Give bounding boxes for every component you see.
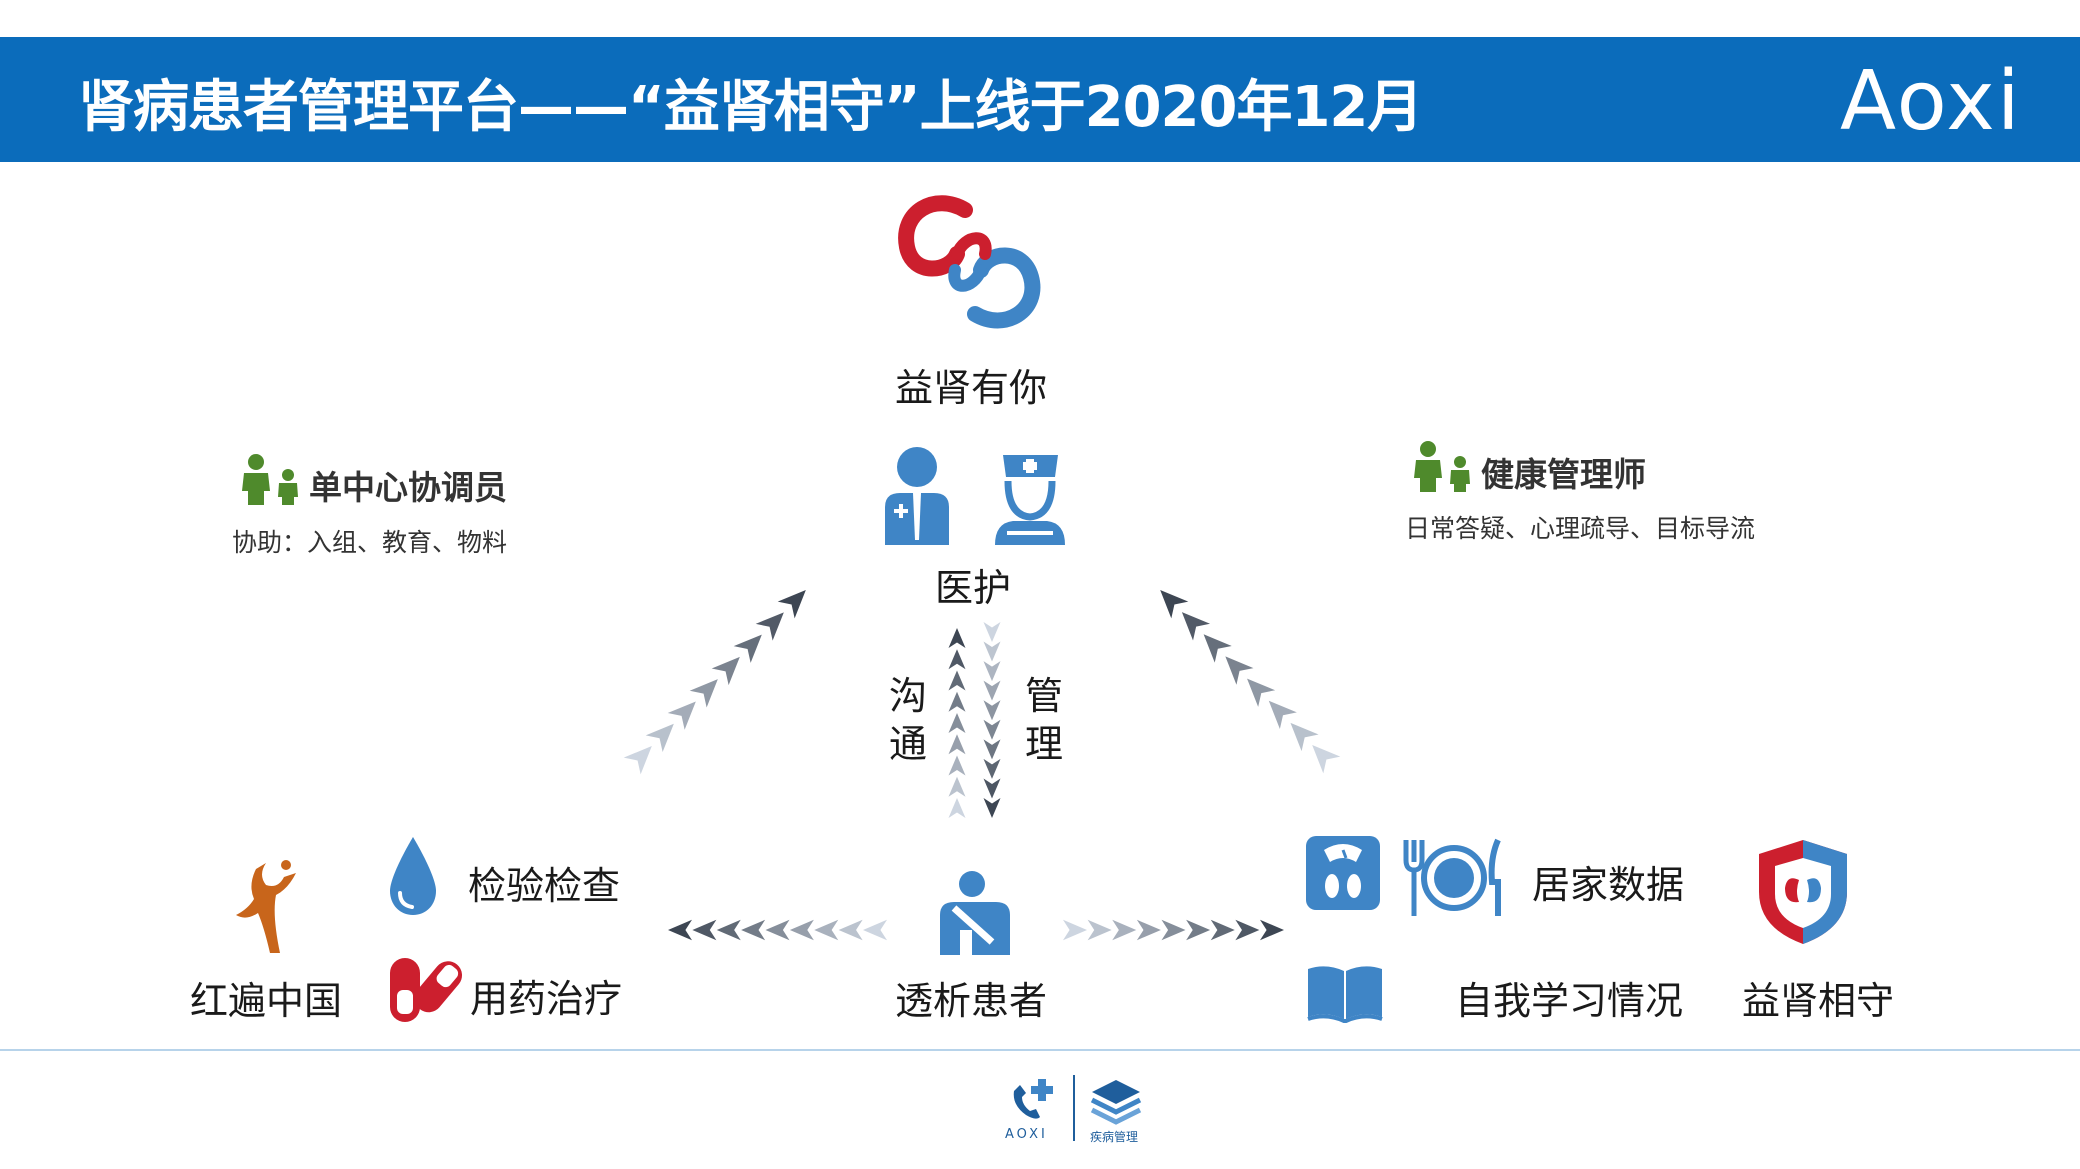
to-right-chevron [1161, 919, 1186, 941]
medical-label: 医护 [935, 566, 1012, 610]
manage-chevron [983, 641, 1001, 662]
left-diag-chevron [667, 701, 696, 730]
right-diag-chevron [1203, 634, 1232, 663]
communicate-chevron [948, 798, 966, 818]
communicate-label: 沟通 [888, 674, 927, 766]
right-diag-chevron [1160, 590, 1189, 619]
to-left-chevron [741, 919, 766, 941]
communicate-chevron [948, 734, 966, 755]
blood-drop-icon [390, 837, 436, 915]
left-diag-chevron [711, 656, 740, 686]
left-diag-chevron [689, 679, 718, 708]
manage-chevron [983, 700, 1001, 721]
communicate-chevron [948, 713, 966, 733]
manage-chevron [983, 758, 1001, 779]
manage-chevron [983, 719, 1001, 740]
to-right-chevron [1186, 919, 1211, 941]
left-diag-chevron [755, 612, 784, 641]
scale-icon [1306, 836, 1380, 910]
left-role-desc: 协助：入组、教育、物料 [232, 528, 508, 557]
left-role-title: 单中心协调员 [309, 468, 507, 507]
communicate-chevron [948, 755, 966, 776]
people-icon [242, 454, 298, 505]
kidney-logo-icon [898, 195, 1041, 329]
header-bar [0, 37, 2080, 162]
right-diag-chevron [1247, 678, 1276, 707]
to-right-chevron [1235, 919, 1260, 941]
to-left-chevron [814, 919, 839, 941]
doctor-icon [885, 447, 949, 545]
footer-logo-sub: 疾病管理 [1090, 1130, 1139, 1144]
right-diag-chevron [1268, 700, 1297, 730]
to-left-chevron [716, 919, 741, 941]
left-diag-chevron [623, 746, 652, 775]
right-diag-chevron [1225, 656, 1254, 685]
self-study-label: 自我学习情况 [1455, 979, 1684, 1023]
to-right-chevron [1136, 919, 1161, 941]
left-diag-chevron [645, 723, 674, 753]
disease-management-icon [1090, 1080, 1142, 1125]
footer-divider [0, 1049, 2080, 1051]
right-diag-chevron [1290, 722, 1319, 752]
dining-icon [1403, 838, 1501, 916]
manage-label: 管理 [1024, 674, 1063, 766]
phone-cross-icon [1013, 1079, 1053, 1119]
manage-chevron [983, 622, 1001, 642]
top-app-label: 益肾有你 [895, 366, 1048, 410]
communicate-chevron [948, 670, 966, 691]
to-right-chevron [1112, 919, 1137, 941]
to-right-chevron [1063, 919, 1087, 941]
exam-label: 检验检查 [468, 864, 621, 908]
dancer-logo-icon [236, 860, 296, 953]
manage-chevron [983, 680, 1001, 701]
page-title: 肾病患者管理平台——“益肾相守”上线于2020年12月 [78, 75, 1423, 140]
to-left-chevron [765, 919, 790, 941]
manage-chevron [983, 778, 1001, 799]
shield-app-label: 益肾相守 [1742, 979, 1895, 1023]
patient-icon [940, 871, 1010, 955]
pill-icon [390, 958, 462, 1022]
hongbian-label: 红遍中国 [190, 979, 343, 1023]
to-left-chevron [692, 919, 717, 941]
to-right-chevron [1260, 919, 1284, 941]
home-data-label: 居家数据 [1532, 863, 1685, 907]
patient-label: 透析患者 [895, 979, 1048, 1023]
nurse-icon [995, 455, 1065, 545]
manage-chevron [983, 661, 1001, 682]
book-icon [1307, 966, 1383, 1023]
right-diag-chevron [1181, 612, 1211, 641]
to-right-chevron [1210, 919, 1235, 941]
communicate-chevron [948, 776, 966, 797]
manage-chevron [983, 798, 1001, 818]
right-role-title: 健康管理师 [1481, 455, 1646, 494]
right-role-desc: 日常答疑、心理疏导、目标导流 [1405, 514, 1756, 543]
shield-kidney-icon [1759, 840, 1847, 944]
to-left-chevron [789, 919, 814, 941]
footer-logo-text: AOXI [1005, 1127, 1048, 1142]
to-right-chevron [1087, 919, 1112, 941]
communicate-chevron [948, 691, 966, 712]
communicate-chevron [948, 649, 966, 670]
right-diag-chevron [1312, 745, 1341, 774]
medication-label: 用药治疗 [470, 977, 623, 1021]
manage-chevron [983, 739, 1001, 760]
left-diag-chevron [777, 590, 806, 619]
brand-logo: Aoxi [1840, 54, 2022, 149]
to-left-chevron [863, 919, 887, 941]
communicate-chevron [948, 628, 966, 648]
left-diag-chevron [733, 634, 762, 663]
to-left-chevron [668, 919, 692, 941]
to-left-chevron [838, 919, 863, 941]
people-icon-right [1414, 441, 1470, 492]
footer-separator [1073, 1075, 1075, 1141]
